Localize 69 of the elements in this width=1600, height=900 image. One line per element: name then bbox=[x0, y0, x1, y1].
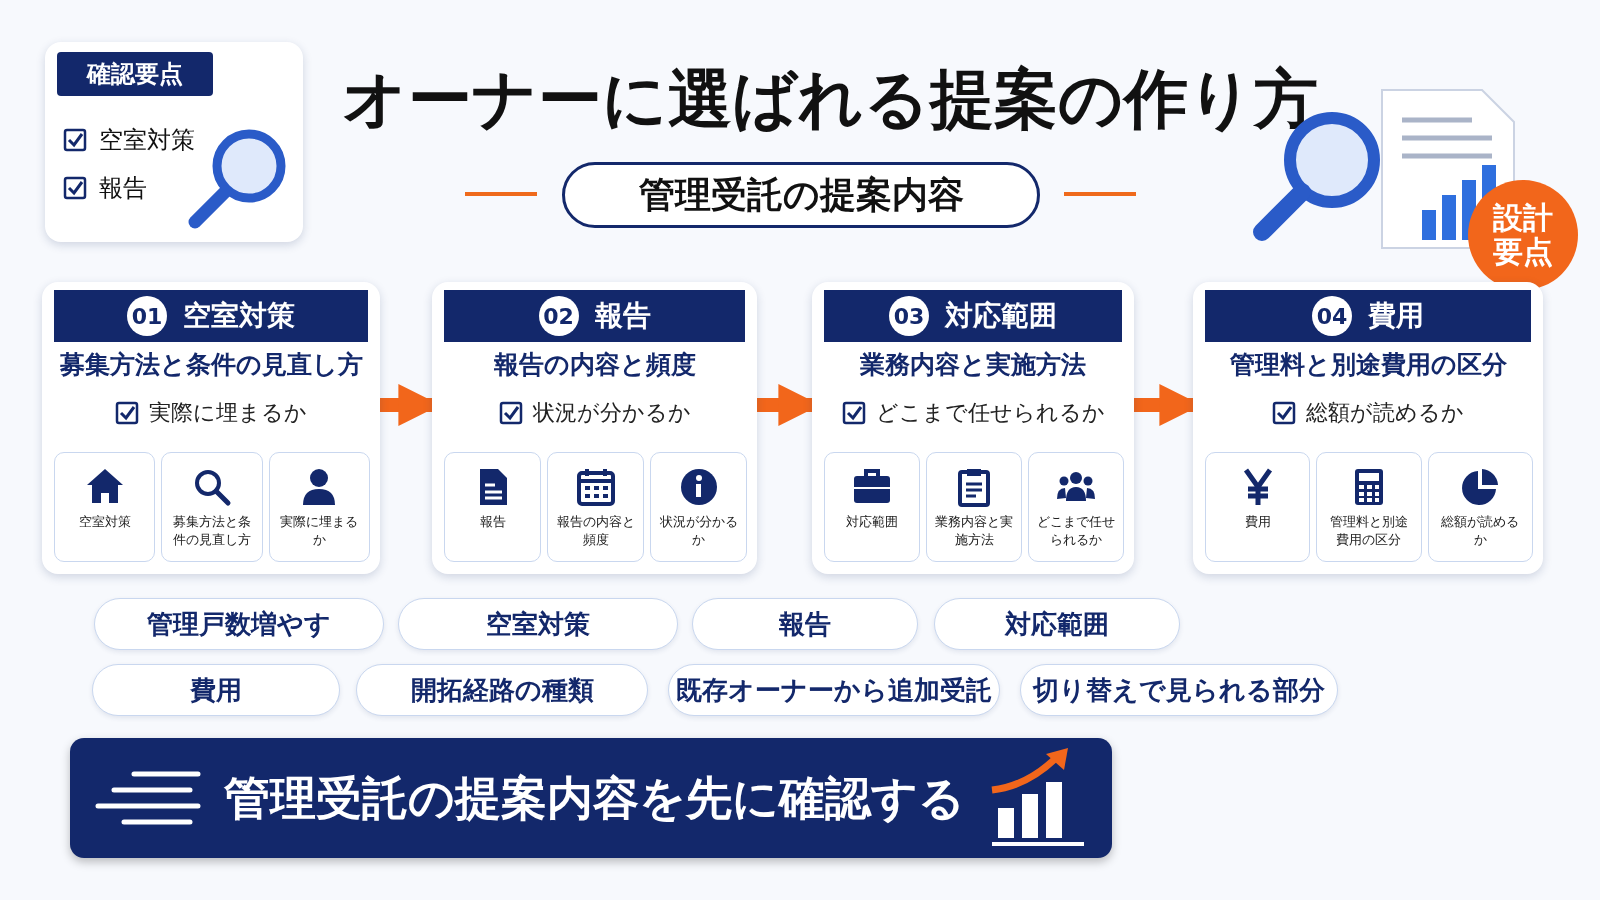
card-title: 対応範囲 bbox=[945, 298, 1057, 334]
icon-tile bbox=[1427, 452, 1533, 562]
step-number: 02 bbox=[538, 296, 579, 336]
tile-label: 募集方法と条件の見直し方 bbox=[172, 513, 252, 549]
title: オーナーに選ばれる提案の作り方 bbox=[341, 61, 1319, 138]
keyword: 空室対策 bbox=[486, 607, 590, 641]
check-item: 総額が読めるか bbox=[1306, 399, 1464, 427]
card-title: 報告 bbox=[594, 298, 651, 334]
icon-tile bbox=[547, 452, 644, 562]
keyword-pill bbox=[94, 598, 384, 650]
tile-label: 実際に埋まるか bbox=[279, 513, 360, 549]
keyword-pill bbox=[92, 664, 340, 716]
keyword: 費用 bbox=[190, 673, 242, 707]
icon-tile bbox=[444, 452, 541, 562]
subtitle: 管理受託の提案内容 bbox=[638, 172, 964, 217]
step-number: 01 bbox=[127, 296, 167, 336]
tile-label: 業務内容と実施方法 bbox=[934, 513, 1014, 549]
card-subtitle: 募集方法と条件の見直し方 bbox=[58, 349, 364, 381]
keyword: 既存オーナーから追加受託 bbox=[676, 673, 992, 707]
check-item: 実際に埋まるか bbox=[149, 399, 307, 427]
card-subtitle: 業務内容と実施方法 bbox=[859, 349, 1087, 381]
card-title: 空室対策 bbox=[183, 298, 295, 334]
tile-label: 状況が分かるか bbox=[658, 513, 739, 549]
keyword: 切り替えで見られる部分 bbox=[1033, 673, 1325, 707]
keyword-pill bbox=[668, 664, 1000, 716]
banner-text: 管理受託の提案内容を先に確認する bbox=[224, 770, 965, 827]
keyword-pill bbox=[692, 598, 918, 650]
summary-banner bbox=[70, 738, 1112, 858]
badge-text: 設計要点 bbox=[1492, 200, 1554, 270]
check-item: 状況が分かるか bbox=[532, 399, 691, 427]
keyword-pill bbox=[1020, 664, 1338, 716]
check-item: どこまで任せられるか bbox=[875, 399, 1105, 427]
tile-label: 対応範囲 bbox=[845, 513, 899, 531]
icon-tile bbox=[268, 452, 370, 562]
step-card bbox=[432, 282, 757, 574]
keyword-pill bbox=[356, 664, 648, 716]
icon-tile bbox=[824, 452, 920, 562]
icon-tile bbox=[161, 452, 263, 562]
keyword: 報告 bbox=[779, 607, 831, 641]
keyword: 対応範囲 bbox=[1005, 607, 1109, 641]
checklist-card bbox=[45, 42, 303, 242]
check-item: 空室対策 bbox=[99, 125, 195, 156]
tile-label: 総額が読めるか bbox=[1440, 513, 1521, 549]
tile-label: 管理料と別途費用の区分 bbox=[1329, 513, 1409, 549]
keyword: 管理戸数増やす bbox=[147, 607, 331, 641]
card-subtitle: 管理料と別途費用の区分 bbox=[1228, 349, 1508, 381]
icon-tile bbox=[1205, 452, 1311, 562]
icon-tile bbox=[650, 452, 747, 562]
keyword-pill bbox=[398, 598, 678, 650]
check-item: 報告 bbox=[99, 173, 147, 204]
icon-tile bbox=[1028, 452, 1124, 562]
icon-tile bbox=[54, 452, 156, 562]
card-heading: 確認要点 bbox=[57, 52, 213, 96]
step-card bbox=[42, 282, 380, 574]
step-card bbox=[1193, 282, 1543, 574]
step-number: 03 bbox=[889, 296, 929, 336]
step-card bbox=[812, 282, 1134, 574]
card-subtitle: 報告の内容と頻度 bbox=[492, 349, 697, 381]
tile-label: どこまで任せられるか bbox=[1036, 513, 1116, 549]
tile-label: 報告の内容と頻度 bbox=[555, 513, 636, 549]
tile-label: 空室対策 bbox=[77, 513, 132, 531]
keyword-pill bbox=[934, 598, 1180, 650]
icon-tile bbox=[1316, 452, 1422, 562]
icon-tile bbox=[926, 452, 1022, 562]
keyword: 開拓経路の種類 bbox=[410, 673, 594, 707]
step-number: 04 bbox=[1312, 296, 1352, 336]
tile-label: 報告 bbox=[478, 513, 507, 531]
tile-label: 費用 bbox=[1243, 513, 1272, 531]
card-title: 費用 bbox=[1368, 298, 1424, 334]
